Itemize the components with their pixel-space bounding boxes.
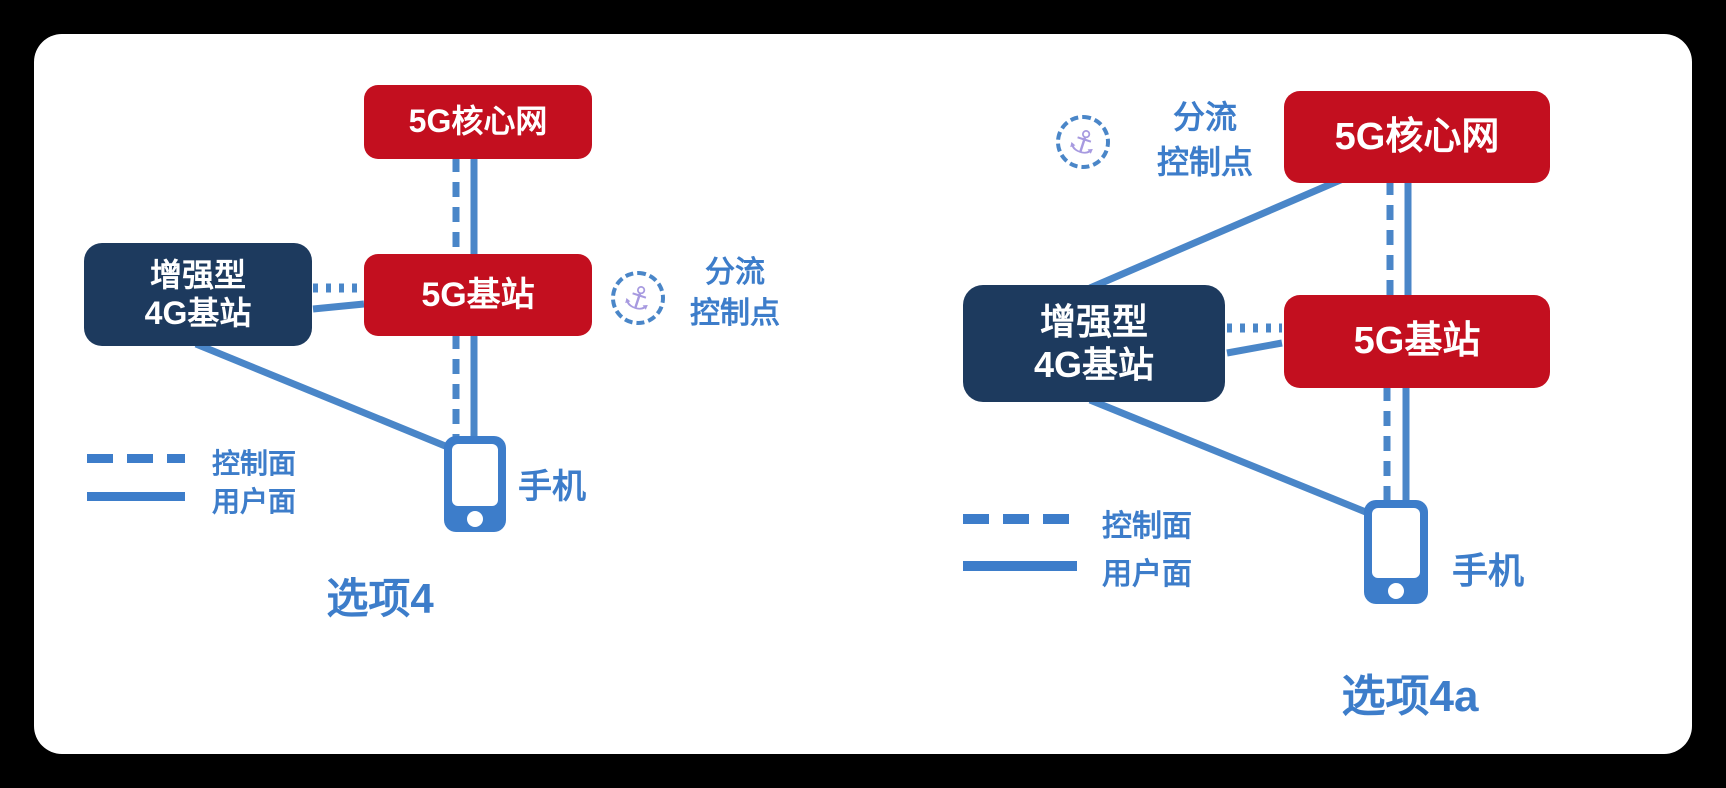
anchor-glyph: ⚓ — [618, 276, 658, 320]
o4a-title: 选项4a — [1341, 672, 1479, 721]
o4-legend-solid-line — [87, 492, 185, 501]
o4-split-anchor-icon: ⚓ — [611, 271, 665, 325]
phone-screen — [1372, 508, 1420, 578]
o4a-split-point-label: 分流 控制点 — [1125, 95, 1285, 185]
o4a-legend-dashed-line — [963, 514, 1077, 524]
o4-legend-dashed-line — [87, 454, 185, 463]
o4-enhanced-4g-basestation-box: 增强型 4G基站 — [84, 243, 312, 346]
o4-split-point-label: 分流 控制点 — [660, 252, 810, 334]
phone-home-button — [1388, 583, 1404, 599]
o4a-enhanced-4g-basestation-box: 增强型 4G基站 — [963, 285, 1225, 402]
o4-split-label-line1: 分流 — [705, 256, 765, 289]
o4a-split-anchor-icon: ⚓ — [1056, 115, 1110, 169]
o4-legend-control-plane-label: 控制面 — [212, 448, 297, 479]
phone-home-button — [467, 511, 483, 527]
o4a-phone-icon — [1364, 500, 1428, 604]
o4a-legend-control-plane-label: 控制面 — [1102, 510, 1192, 543]
o4a-enb-label-line2: 4G基站 — [1033, 343, 1155, 385]
o4a-core-network-label: 5G核心网 — [1334, 115, 1500, 158]
o4a-5g-basestation-box: 5G基站 — [1284, 295, 1550, 388]
o4-legend-user-plane-label: 用户面 — [212, 486, 297, 517]
o4-split-label-line2: 控制点 — [690, 297, 780, 330]
o4a-core-network-box: 5G核心网 — [1284, 91, 1550, 183]
o4-core-network-box: 5G核心网 — [364, 85, 592, 159]
o4a-split-label-line2: 控制点 — [1156, 144, 1253, 180]
o4-5g-basestation-box: 5G基站 — [364, 254, 592, 336]
anchor-glyph: ⚓ — [1063, 120, 1103, 164]
o4-enb-label-line1: 增强型 — [149, 256, 246, 293]
o4a-legend-solid-line — [963, 561, 1077, 571]
o4a-enb-label-line1: 增强型 — [1039, 301, 1148, 343]
o4-phone-label: 手机 — [518, 468, 586, 506]
o4a-5g-basestation-label: 5G基站 — [1353, 320, 1481, 363]
o4a-split-label-line1: 分流 — [1172, 99, 1237, 135]
o4-title: 选项4 — [326, 575, 434, 622]
o4a-legend-user-plane-label: 用户面 — [1102, 558, 1192, 591]
o4a-phone-label: 手机 — [1452, 550, 1525, 591]
o4-phone-icon — [444, 436, 506, 532]
o4-core-network-label: 5G核心网 — [408, 103, 548, 140]
o4-5g-basestation-label: 5G基站 — [421, 275, 535, 314]
o4-enb-label-line2: 4G基站 — [144, 294, 252, 331]
phone-screen — [452, 444, 498, 506]
